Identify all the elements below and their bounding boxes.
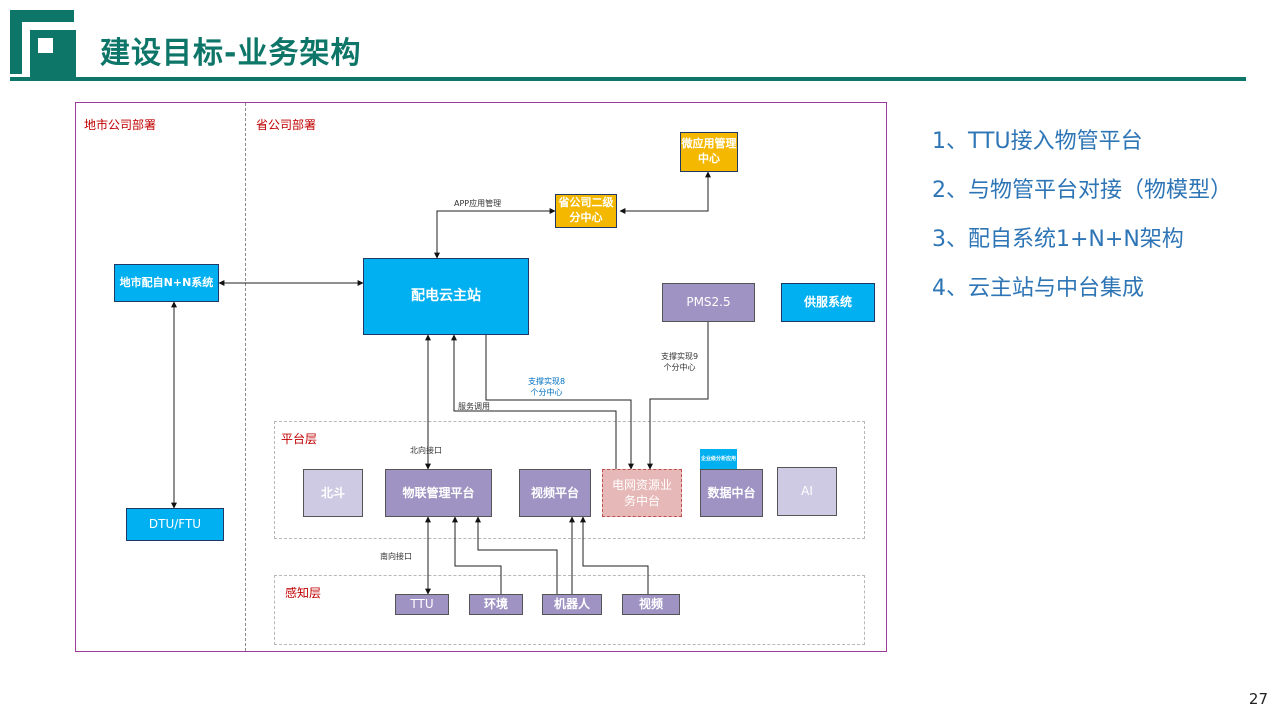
node-data-hub: 数据中台: [700, 469, 763, 517]
platform-layer-label: 平台层: [281, 432, 318, 446]
node-video-platform: 视频平台: [519, 469, 591, 517]
region-label-city: 地市公司部署: [84, 118, 157, 132]
edge-label-app-mgmt: APP应用管理: [454, 199, 502, 208]
node-province-center: 省公司二级分中心: [555, 194, 617, 228]
edge-label-support-8: 支撑实现8 个分中心: [528, 377, 566, 397]
node-iot-platform: 物联管理平台: [385, 469, 492, 517]
edge-micro-to-province: [619, 171, 711, 214]
page-number: 27: [1248, 690, 1268, 708]
perception-layer-label: 感知层: [285, 586, 322, 600]
node-pms: PMS2.5: [662, 283, 755, 322]
node-ttu: TTU: [395, 594, 449, 615]
goal-item: 1、TTU接入物管平台: [932, 129, 1143, 154]
node-data-badge: 企业级分析应用: [700, 449, 737, 469]
page-title: 建设目标-业务架构: [100, 36, 362, 71]
goal-item: 3、配自系统1+N+N架构: [932, 227, 1184, 252]
node-micro-app-center: 微应用管理中心: [680, 132, 738, 172]
edge-province-to-cloud: [434, 208, 556, 259]
node-grid-resource-hub: 电网资源业务中台: [602, 469, 682, 517]
edge-cloud-service-call: [451, 334, 617, 469]
edge-iot-to-env: [452, 516, 502, 594]
node-video: 视频: [622, 594, 680, 615]
edge-label-service-call: 服务调用: [458, 402, 490, 411]
edge-label-support-9: 支撑实现9 个分中心: [661, 352, 699, 372]
perception-layer: [274, 575, 865, 645]
goals-list: 1、TTU接入物管平台 2、与物管平台对接（物模型） 3、配自系统1+N+N架构…: [932, 128, 1232, 324]
logo-icon: [10, 10, 76, 78]
node-service-system: 供服系统: [781, 283, 875, 322]
region-divider: [245, 103, 246, 651]
edge-pms-to-hub: [647, 322, 709, 470]
edge-label-northbound: 北向接口: [410, 446, 442, 455]
title-underline: [10, 77, 1246, 81]
edge-video-to-camera: [580, 516, 649, 594]
node-city-system: 地市配自N+N系统: [114, 264, 219, 302]
goal-item: 4、云主站与中台集成: [932, 276, 1144, 301]
goal-item: 2、与物管平台对接（物模型）: [932, 178, 1232, 203]
node-dtu-ftu: DTU/FTU: [126, 508, 224, 541]
node-beidou: 北斗: [303, 469, 363, 517]
edge-iot-to-robot: [475, 516, 558, 594]
region-label-province: 省公司部署: [256, 118, 317, 132]
node-ai: AI: [777, 467, 837, 516]
node-environment: 环境: [469, 594, 523, 615]
platform-layer: [274, 421, 865, 539]
edge-label-southbound: 南向接口: [380, 552, 412, 561]
diagram-frame: [75, 102, 887, 652]
node-robot: 机器人: [542, 594, 602, 615]
edge-cloud-support-8: [485, 335, 634, 470]
node-cloud-master: 配电云主站: [363, 258, 529, 335]
